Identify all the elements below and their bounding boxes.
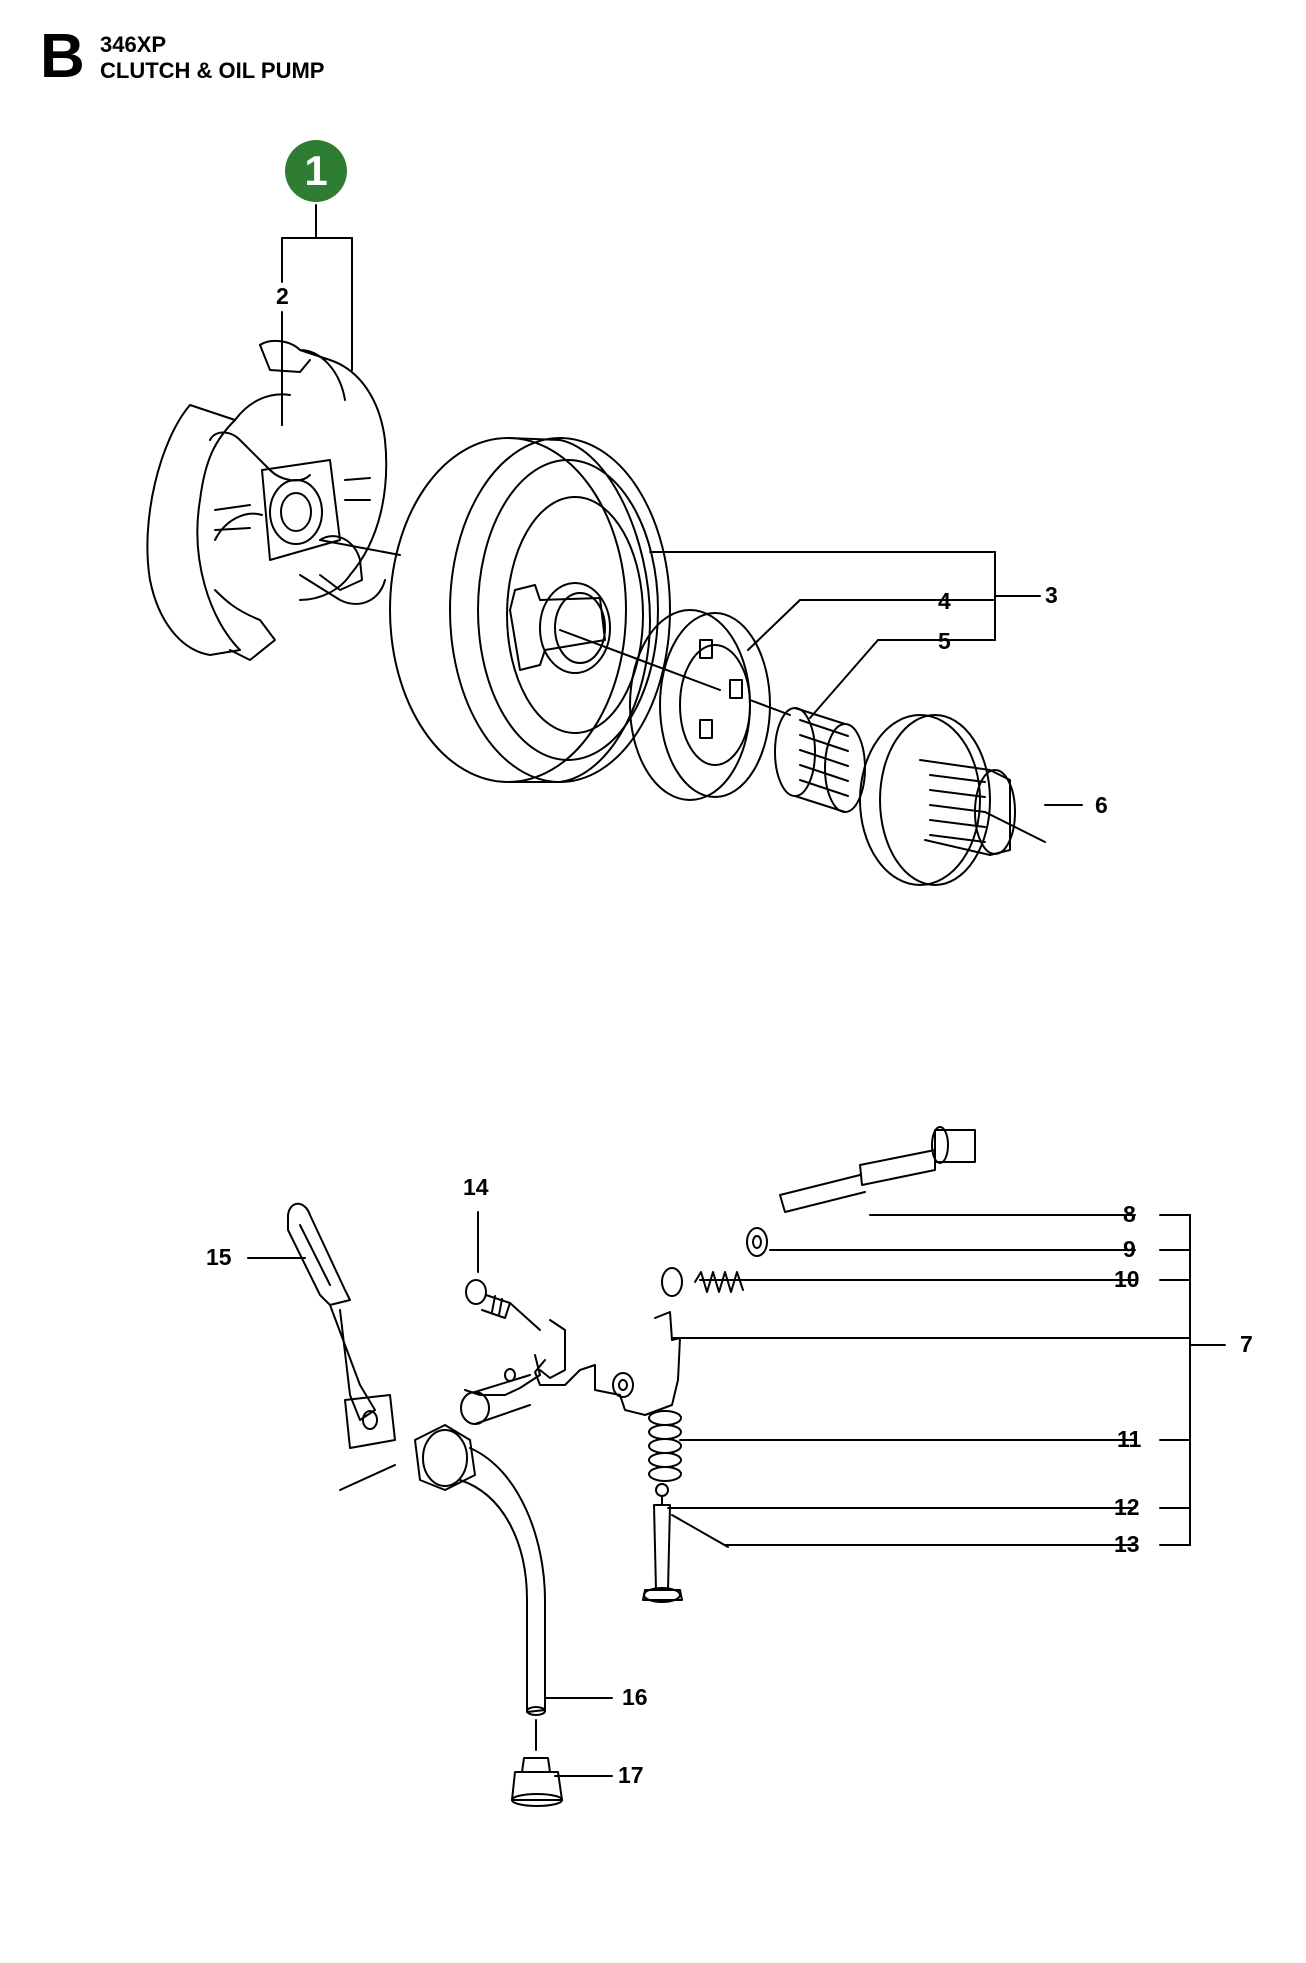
callout-10: 10: [1114, 1266, 1140, 1292]
spring-10: [694, 1271, 744, 1293]
callout-6: 6: [1095, 792, 1108, 818]
page-title: CLUTCH & OIL PUMP: [100, 58, 325, 83]
callout-17: 17: [618, 1762, 644, 1788]
pump-shaft-drawing: [779, 1126, 976, 1213]
callout-14: 14: [463, 1174, 489, 1200]
callout-12: 12: [1114, 1494, 1140, 1520]
callout-11: 11: [1117, 1426, 1142, 1452]
callout-16: 16: [622, 1684, 648, 1710]
model-name: 346XP: [100, 32, 167, 57]
callout-3: 3: [1045, 582, 1058, 608]
washer-hub-drawing: [859, 714, 1046, 886]
callout-9: 9: [1123, 1236, 1136, 1262]
clutch-shoes-drawing: [146, 339, 401, 661]
callout-8: 8: [1123, 1201, 1136, 1227]
washer-9: [746, 1227, 768, 1257]
leaders-pump: [247, 1211, 1226, 1777]
leaders-clutch: [281, 344, 1083, 806]
oil-hose-16: [414, 1424, 546, 1716]
pump-housing-drawing: [460, 1311, 681, 1425]
callout-13: 13: [1114, 1531, 1140, 1557]
filter-17: [511, 1719, 563, 1807]
callout-4: 4: [938, 588, 951, 614]
callout-5: 5: [938, 628, 951, 654]
pin-13: [671, 1514, 729, 1548]
callout-15: 15: [206, 1244, 232, 1270]
bracket-1: [281, 204, 353, 426]
rim-sprocket-drawing: [629, 609, 791, 801]
lever-15: [287, 1202, 396, 1491]
plunger-12: [642, 1483, 683, 1603]
needle-bearing-drawing: [774, 707, 866, 813]
spring-11: [648, 1410, 682, 1482]
assembly-badge: 1: [285, 140, 347, 202]
screw-14: [465, 1279, 541, 1331]
callout-2: 2: [276, 283, 289, 309]
clutch-drum-drawing: [389, 437, 721, 783]
callout-7: 7: [1240, 1331, 1253, 1357]
section-letter: B: [40, 22, 85, 91]
